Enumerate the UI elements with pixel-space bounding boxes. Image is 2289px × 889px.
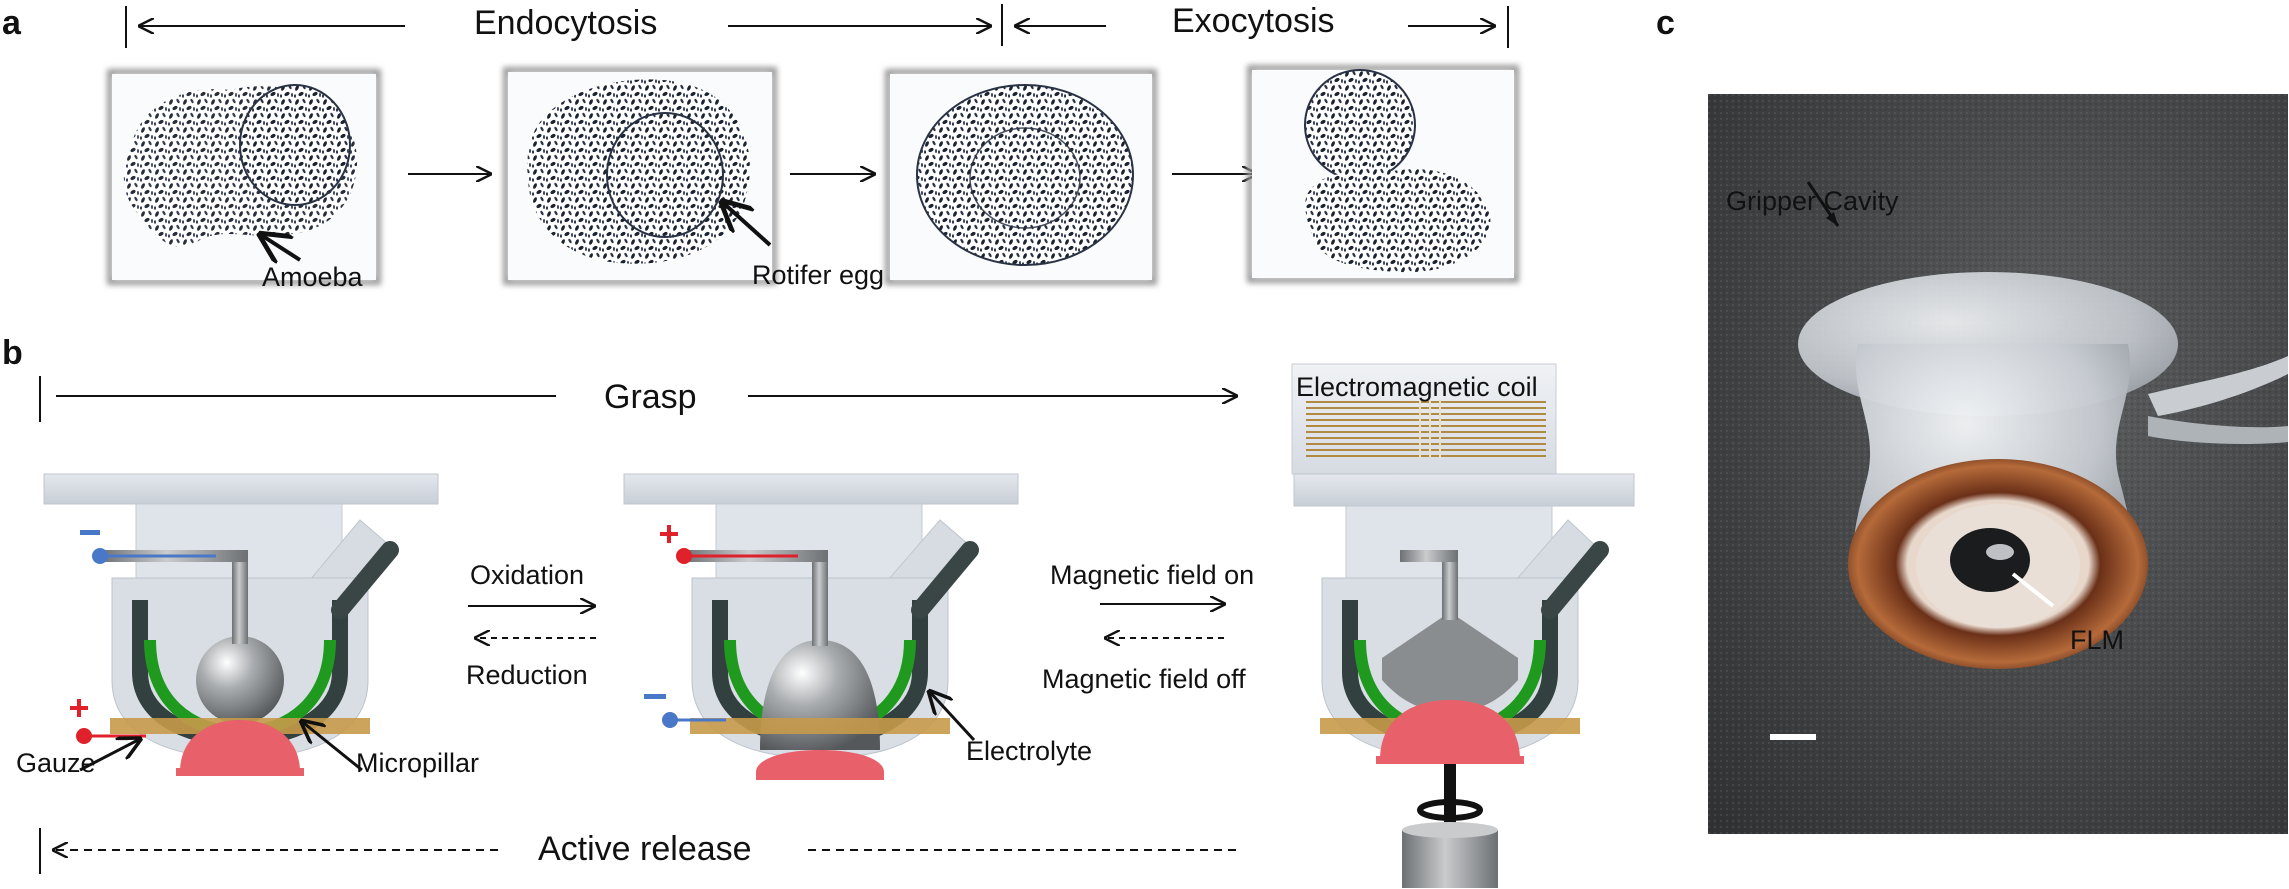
coil-label: Electromagnetic coil <box>1296 372 1538 402</box>
micropillar-label: Micropillar <box>356 748 480 778</box>
exocytosis-label: Exocytosis <box>1172 2 1335 40</box>
panel-letter-a: a <box>2 4 21 42</box>
gripper-2 <box>623 473 1019 780</box>
panel-a-graphics <box>107 4 1519 285</box>
rotifer-pointer <box>720 200 772 247</box>
flm-label: FLM <box>2070 625 2124 655</box>
amoeba-pointer <box>258 233 302 260</box>
amoeba-label: Amoeba <box>262 262 363 292</box>
panel-letter-b: b <box>2 334 23 372</box>
gripper-3 <box>1291 363 1635 888</box>
panel-b-graphics <box>39 363 1635 888</box>
micrograph-2 <box>503 67 777 285</box>
active-release-label: Active release <box>538 830 752 868</box>
gripper-1 <box>43 473 439 776</box>
micrograph-1 <box>107 69 381 285</box>
gripper-photo: Gripper Cavity FLM <box>1708 94 2288 834</box>
magnetic-off-label: Magnetic field off <box>1042 664 1246 694</box>
micrograph-4 <box>1247 65 1519 283</box>
electrolyte-label: Electrolyte <box>966 736 1093 766</box>
gripper-cavity-label: Gripper Cavity <box>1726 186 1899 216</box>
endocytosis-label: Endocytosis <box>474 4 658 42</box>
grasp-label: Grasp <box>604 378 697 416</box>
gauze-label: Gauze <box>16 748 96 778</box>
oxidation-label: Oxidation <box>470 560 585 590</box>
gripper-photo-drawing <box>1708 94 2288 834</box>
panel-letter-c: c <box>1656 4 1675 42</box>
micrograph-3 <box>885 69 1157 285</box>
reduction-label: Reduction <box>466 660 588 690</box>
rotifer-egg-label: Rotifer egg <box>752 260 885 290</box>
magnetic-on-label: Magnetic field on <box>1050 560 1255 590</box>
